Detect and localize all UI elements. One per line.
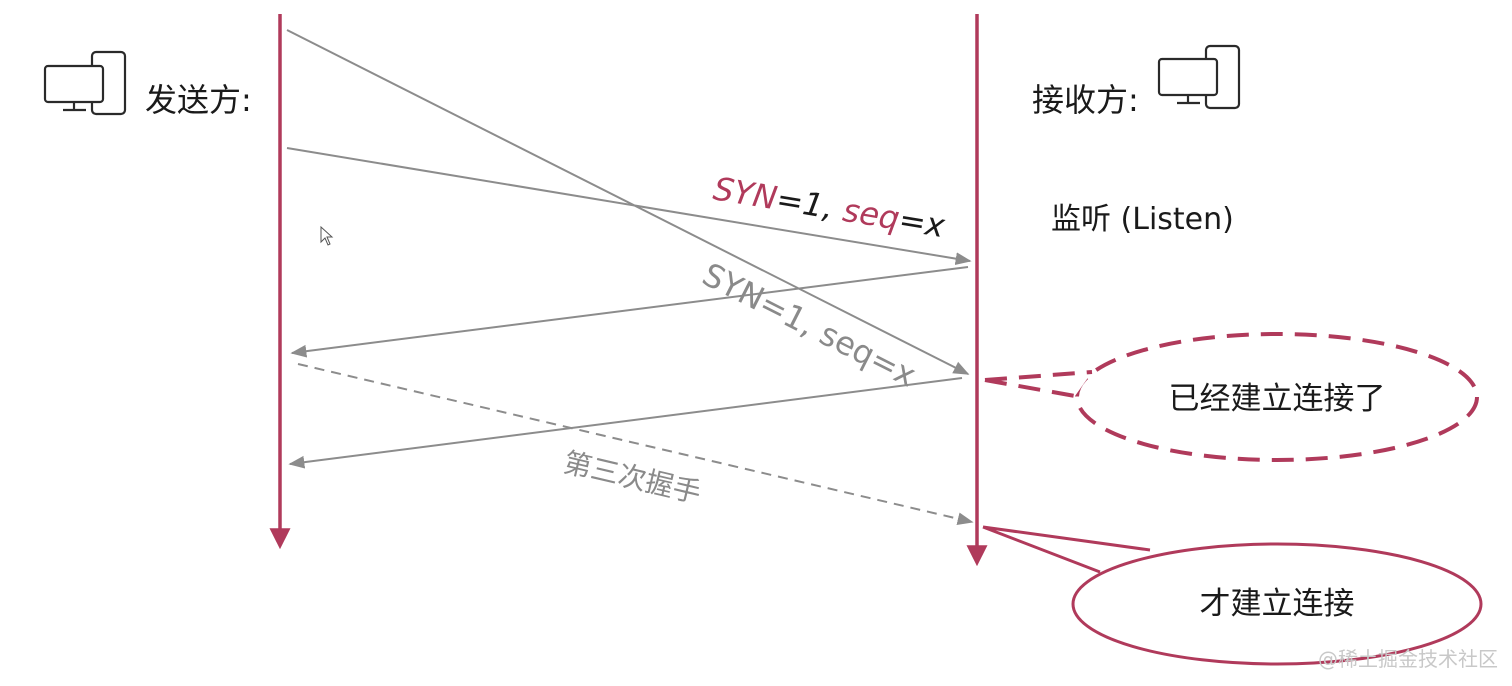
third-handshake-arrow bbox=[297, 363, 974, 525]
syn-label: SYN=1, seq=x bbox=[711, 169, 949, 245]
syn-retransmit-label: SYN=1, seq=x bbox=[696, 255, 922, 394]
syn-value: =1, bbox=[774, 180, 847, 229]
computer-icon bbox=[1157, 44, 1241, 110]
third-handshake-label: 第三次握手 bbox=[560, 446, 704, 510]
syn-flag: SYN bbox=[711, 169, 780, 217]
computer-icon bbox=[43, 50, 127, 116]
sender-label: 发送方: bbox=[145, 81, 252, 119]
bubble-text: 已经建立连接了 bbox=[1169, 381, 1386, 417]
syn-arrow bbox=[286, 147, 972, 265]
connect-bubble bbox=[982, 525, 1483, 666]
cursor-icon bbox=[320, 225, 334, 246]
receiver-label: 接收方: bbox=[1032, 81, 1139, 119]
bubble-text: 才建立连接 bbox=[1200, 586, 1355, 622]
syn-ack-arrow bbox=[290, 266, 969, 358]
syn-retransmit-arrow bbox=[286, 29, 970, 375]
syn-ack-retransmit-arrow bbox=[288, 377, 963, 469]
seq-field: seq bbox=[840, 191, 902, 238]
receiver-state-label: 监听 (Listen) bbox=[1051, 202, 1234, 237]
watermark: @稀土掘金技术社区 bbox=[1318, 647, 1498, 671]
established-bubble bbox=[984, 332, 1479, 462]
seq-value: =x bbox=[896, 200, 948, 245]
